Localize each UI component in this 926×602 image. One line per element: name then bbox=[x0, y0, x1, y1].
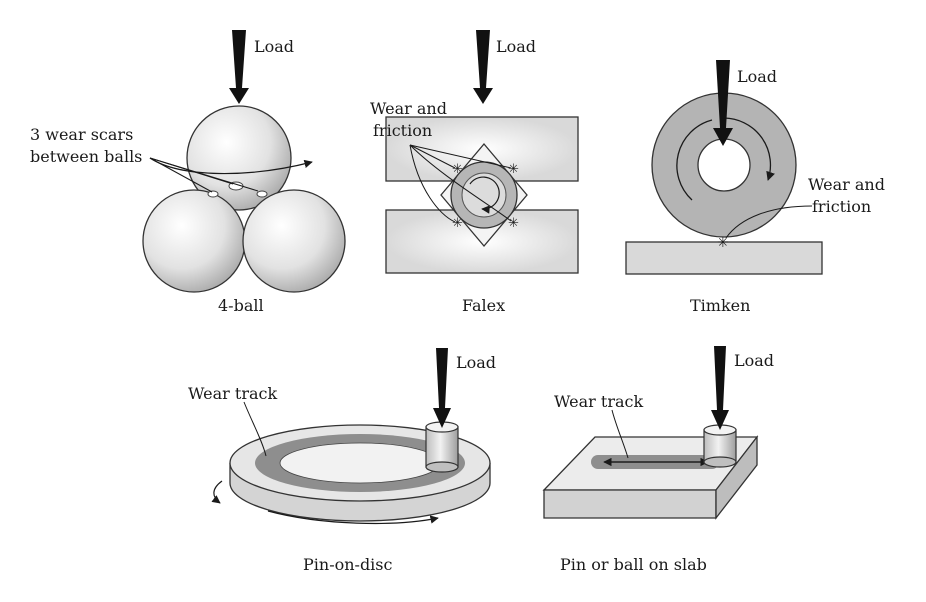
rotation-arrow bbox=[149, 157, 313, 175]
contact-spark: ✳ bbox=[508, 216, 519, 231]
panel-caption: 4-ball bbox=[218, 296, 264, 315]
four-ball-panel: Load 3 wear scars between balls 4-ball bbox=[30, 30, 346, 315]
load-label: Load bbox=[496, 37, 536, 56]
leader-line bbox=[409, 144, 512, 169]
contact-spark: ✳ bbox=[508, 162, 519, 177]
load-arrow bbox=[711, 346, 729, 430]
pin bbox=[425, 421, 459, 473]
contact-spark: ✳ bbox=[717, 235, 729, 251]
load-label: Load bbox=[734, 351, 774, 370]
rotation-arrow-left bbox=[211, 480, 223, 504]
leader-line bbox=[149, 157, 259, 192]
annotation: Wear track bbox=[554, 392, 643, 411]
rotation-arrow bbox=[267, 510, 439, 525]
annotation-line1: 3 wear scars bbox=[30, 125, 133, 144]
pin bbox=[703, 424, 737, 468]
ring-bore bbox=[697, 138, 751, 192]
bottom-ball-right bbox=[242, 189, 346, 293]
panel-caption: Pin-on-disc bbox=[303, 555, 393, 574]
pin-on-slab-panel: Load Wear track Pin or ball on slab bbox=[542, 346, 774, 574]
panel-caption: Timken bbox=[690, 296, 750, 315]
timken-panel: ✳ Load Wear and friction Timken bbox=[625, 60, 885, 315]
stationary-block bbox=[625, 241, 823, 275]
slab-side bbox=[715, 435, 758, 520]
bottom-ball-left bbox=[142, 189, 246, 293]
load-label: Load bbox=[456, 353, 496, 372]
load-arrow bbox=[433, 348, 451, 428]
wear-scar bbox=[256, 190, 268, 198]
load-arrow bbox=[473, 30, 493, 104]
leader-line bbox=[409, 144, 456, 169]
rotation-arrow bbox=[723, 117, 775, 181]
leader-line bbox=[149, 157, 213, 193]
leader-line bbox=[611, 409, 629, 459]
load-label: Load bbox=[254, 37, 294, 56]
rotation-arrow-tail bbox=[676, 119, 713, 201]
contact-spark: ✳ bbox=[452, 162, 463, 177]
top-ball bbox=[186, 105, 292, 211]
pin-on-disc-panel: Load Wear track Pin-on-disc bbox=[188, 348, 496, 574]
load-arrow bbox=[713, 60, 733, 146]
load-label: Load bbox=[737, 67, 777, 86]
annotation-line1: Wear and bbox=[808, 175, 885, 194]
panel-caption: Pin or ball on slab bbox=[560, 555, 707, 574]
panel-caption: Falex bbox=[462, 296, 505, 315]
load-arrow bbox=[229, 30, 249, 104]
disc-inner bbox=[279, 442, 441, 484]
slab-front bbox=[543, 489, 717, 519]
leader-line bbox=[243, 401, 267, 457]
wear-scar bbox=[207, 190, 219, 198]
leader-line bbox=[725, 205, 813, 239]
annotation: Wear track bbox=[188, 384, 277, 403]
annotation-line2: between balls bbox=[30, 147, 142, 166]
leader-line bbox=[409, 144, 456, 223]
annotation-line2: friction bbox=[373, 121, 432, 140]
pin-inner bbox=[461, 172, 507, 218]
contact-spark: ✳ bbox=[452, 216, 463, 231]
falex-panel: ✳ ✳ ✳ ✳ Load Wear and friction Falex bbox=[370, 30, 579, 315]
leader-line bbox=[409, 144, 512, 222]
annotation-line1: Wear and bbox=[370, 99, 447, 118]
annotation-line2: friction bbox=[812, 197, 871, 216]
